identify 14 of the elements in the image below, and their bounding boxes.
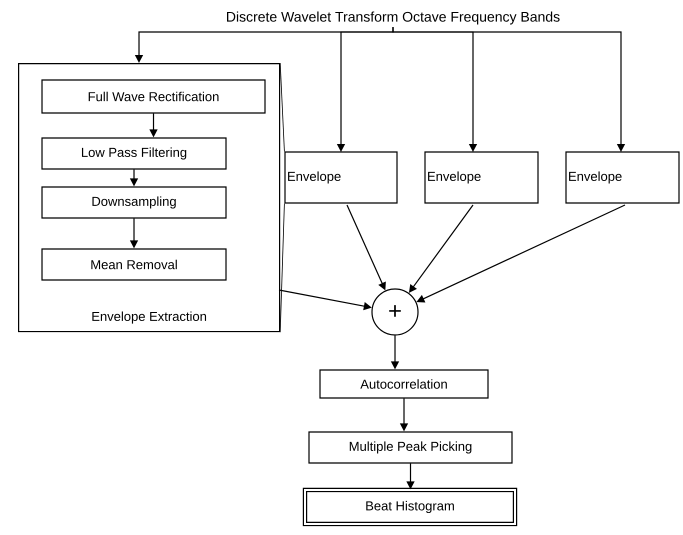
summing-junction: + [371, 288, 419, 336]
process-box: Autocorrelation [319, 369, 489, 399]
process-box: Low Pass Filtering [41, 137, 227, 170]
connector-line [280, 203, 285, 333]
envelope-box: Envelope [565, 151, 680, 204]
connector-line [280, 62, 285, 152]
envelope-box: Envelope [284, 151, 398, 204]
envelope-box: Envelope [424, 151, 539, 204]
process-box: Downsampling [41, 186, 227, 219]
process-box: Full Wave Rectification [41, 79, 266, 114]
process-box: Multiple Peak Picking [308, 431, 513, 464]
process-box: Mean Removal [41, 248, 227, 281]
output-box: Beat Histogram [302, 488, 518, 526]
heading-text: Discrete Wavelet Transform Octave Frequency Bands [227, 11, 560, 25]
